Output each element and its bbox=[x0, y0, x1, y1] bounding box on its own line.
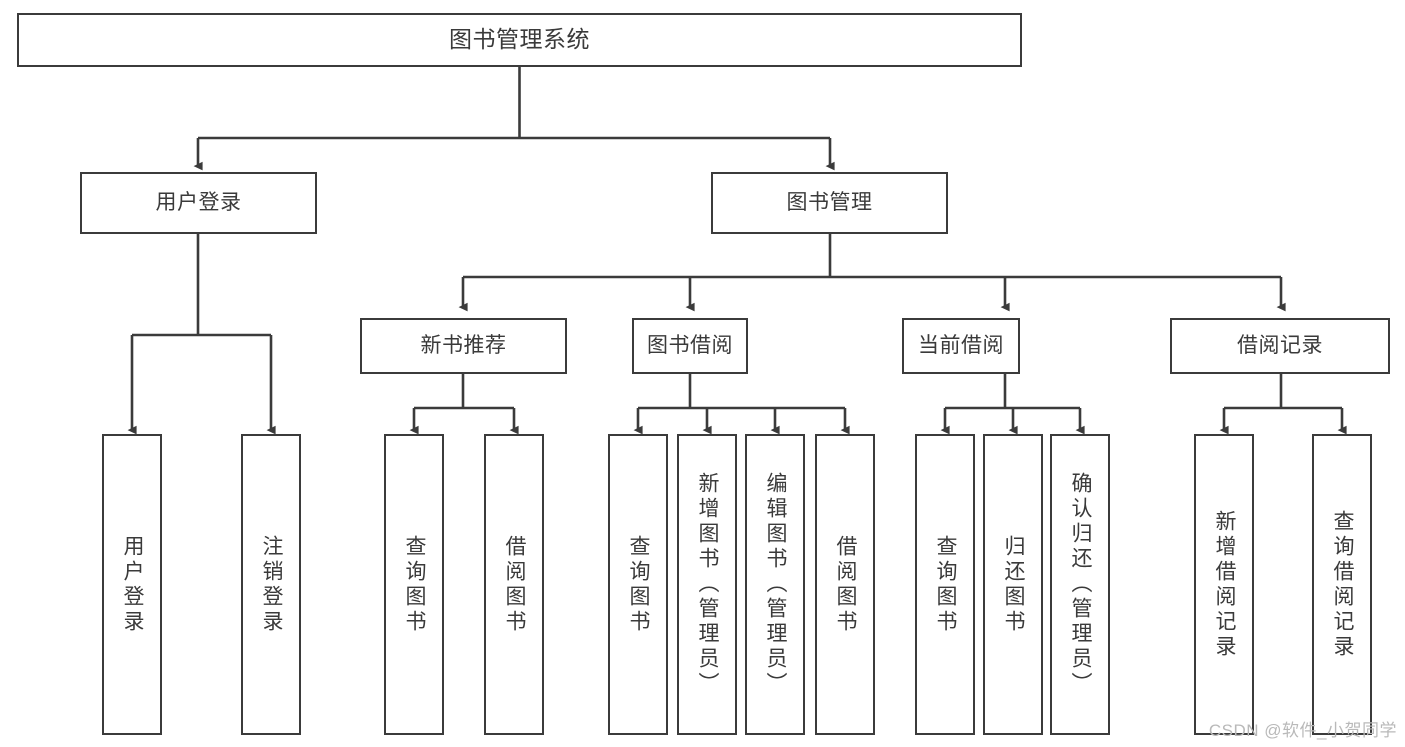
node-label: 确认归还（管理员） bbox=[1069, 472, 1093, 697]
node-current-borrow[interactable]: 当前借阅 bbox=[902, 318, 1020, 374]
node-label: 借阅图书 bbox=[503, 534, 527, 635]
node-leaf-query-book-3[interactable]: 查询图书 bbox=[915, 434, 975, 735]
node-book-borrow[interactable]: 图书借阅 bbox=[632, 318, 748, 374]
node-label: 编辑图书（管理员） bbox=[764, 472, 788, 697]
node-label: 借阅记录 bbox=[1237, 333, 1323, 357]
node-leaf-user-login[interactable]: 用户登录 bbox=[102, 434, 162, 735]
node-leaf-add-record[interactable]: 新增借阅记录 bbox=[1194, 434, 1254, 735]
node-label: 新增借阅记录 bbox=[1213, 509, 1237, 660]
node-label: 用户登录 bbox=[155, 190, 242, 214]
node-leaf-confirm-return[interactable]: 确认归还（管理员） bbox=[1050, 434, 1110, 735]
node-leaf-query-record[interactable]: 查询借阅记录 bbox=[1312, 434, 1372, 735]
node-label: 查询图书 bbox=[934, 534, 958, 635]
node-label: 图书管理 bbox=[786, 190, 873, 214]
node-leaf-logout[interactable]: 注销登录 bbox=[241, 434, 301, 735]
node-label: 注销登录 bbox=[260, 534, 284, 635]
node-label: 查询借阅记录 bbox=[1331, 509, 1355, 660]
node-label: 归还图书 bbox=[1002, 534, 1026, 635]
node-root-book-management-system[interactable]: 图书管理系统 bbox=[17, 13, 1022, 67]
node-label: 图书管理系统 bbox=[449, 26, 590, 53]
node-new-book-recommend[interactable]: 新书推荐 bbox=[360, 318, 567, 374]
node-leaf-borrow-book-2[interactable]: 借阅图书 bbox=[815, 434, 875, 735]
node-borrow-record[interactable]: 借阅记录 bbox=[1170, 318, 1390, 374]
node-leaf-return-book[interactable]: 归还图书 bbox=[983, 434, 1043, 735]
node-label: 查询图书 bbox=[627, 534, 651, 635]
node-label: 借阅图书 bbox=[834, 534, 858, 635]
node-leaf-edit-book[interactable]: 编辑图书（管理员） bbox=[745, 434, 805, 735]
node-label: 图书借阅 bbox=[647, 333, 733, 357]
watermark-text: CSDN @软件_小贺同学 bbox=[1208, 721, 1397, 740]
node-label: 当前借阅 bbox=[918, 333, 1004, 357]
node-user-login[interactable]: 用户登录 bbox=[80, 172, 317, 234]
node-label: 新书推荐 bbox=[420, 333, 507, 357]
node-leaf-borrow-book-1[interactable]: 借阅图书 bbox=[484, 434, 544, 735]
node-label: 新增图书（管理员） bbox=[696, 472, 720, 697]
node-label: 查询图书 bbox=[403, 534, 427, 635]
node-leaf-query-book-2[interactable]: 查询图书 bbox=[608, 434, 668, 735]
node-book-management[interactable]: 图书管理 bbox=[711, 172, 948, 234]
node-label: 用户登录 bbox=[121, 534, 145, 635]
node-leaf-add-book[interactable]: 新增图书（管理员） bbox=[677, 434, 737, 735]
node-leaf-query-book-1[interactable]: 查询图书 bbox=[384, 434, 444, 735]
